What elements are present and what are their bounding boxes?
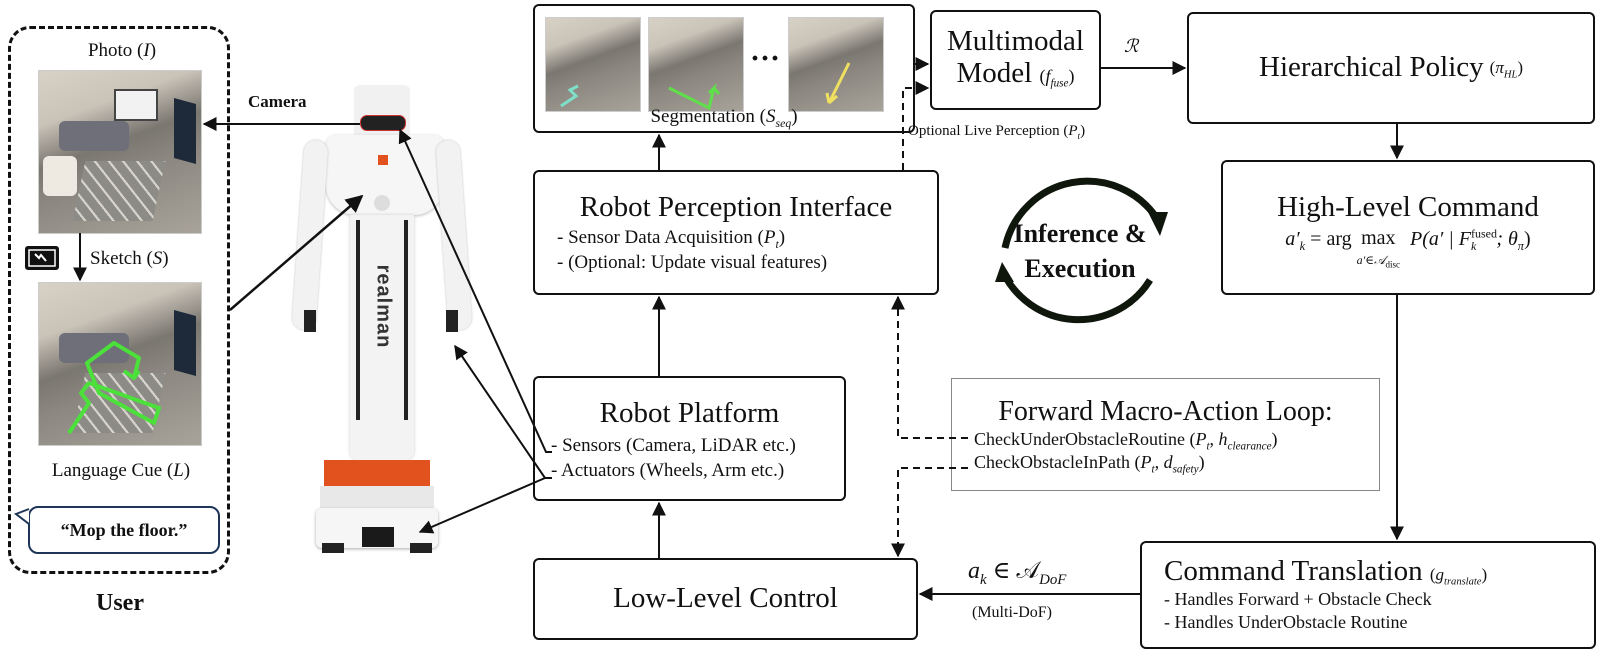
macro-item: CheckObstacleInPath (Pt, dsafety) bbox=[974, 452, 1205, 476]
photo-label: Photo (I) bbox=[87, 40, 157, 61]
sketch-label: Sketch (S) bbox=[90, 248, 169, 269]
robot-base-band bbox=[324, 460, 430, 486]
segmentation-frame-2 bbox=[648, 17, 744, 112]
low-level-control-box: Low-Level Control bbox=[533, 558, 918, 640]
representation-label: ℛ bbox=[1124, 36, 1139, 56]
inference-execution-label: Inference & Execution bbox=[1013, 219, 1147, 284]
optional-live-perception-label: Optional Live Perception (Pt) bbox=[908, 123, 1086, 142]
user-caption: User bbox=[96, 590, 144, 616]
forward-macro-action-loop-box: Forward Macro-Action Loop: CheckUnderObs… bbox=[951, 378, 1380, 491]
robot-platform-box: Robot Platform - Sensors (Camera, LiDAR … bbox=[533, 376, 846, 501]
action-space-label: ak ∈ 𝒜DoF bbox=[968, 558, 1067, 588]
hierarchical-policy-box: Hierarchical Policy (πHL) bbox=[1187, 12, 1595, 124]
high-level-formula: a′k = arg max a′∈𝒜disc P(a′ | Ffusedk; θ… bbox=[1285, 226, 1531, 270]
multimodal-title-line1: Multimodal bbox=[947, 25, 1084, 57]
speech-text: “Mop the floor.” bbox=[60, 519, 188, 540]
multimodal-title-line2: Model (ffuse) bbox=[956, 56, 1075, 90]
camera-label: Camera bbox=[248, 92, 307, 111]
robot-perception-interface-box: Robot Perception Interface - Sensor Data… bbox=[533, 170, 939, 295]
user-panel bbox=[8, 26, 230, 574]
translation-item: - Handles UnderObstacle Routine bbox=[1164, 612, 1408, 633]
macro-item: CheckUnderObstacleRoutine (Pt, hclearanc… bbox=[974, 428, 1278, 453]
platform-item-sensors: - Sensors (Camera, LiDAR etc.) bbox=[551, 434, 796, 456]
segmentation-frame-1 bbox=[545, 17, 641, 112]
robot-brand: realman bbox=[372, 264, 395, 349]
camera-sensor bbox=[360, 115, 406, 131]
language-label: Language Cue (L) bbox=[51, 460, 191, 481]
multi-dof-caption: (Multi-DoF) bbox=[972, 604, 1052, 621]
robot-image: realman bbox=[290, 85, 490, 555]
sketch-icon bbox=[25, 246, 59, 270]
sketch-path bbox=[67, 341, 161, 435]
speech-bubble: “Mop the floor.” bbox=[28, 506, 220, 554]
segmentation-label: Segmentation (Sseq) bbox=[650, 106, 798, 130]
segmentation-ellipsis: ··· bbox=[749, 42, 780, 75]
perception-item: - (Optional: Update visual features) bbox=[557, 251, 828, 273]
platform-item-actuators: - Actuators (Wheels, Arm etc.) bbox=[551, 459, 785, 481]
room-photo bbox=[39, 71, 201, 233]
command-translation-box: Command Translation (gtranslate) - Handl… bbox=[1140, 541, 1596, 649]
translation-item: - Handles Forward + Obstacle Check bbox=[1164, 589, 1432, 609]
multimodal-model-box: Multimodal Model (ffuse) bbox=[930, 10, 1101, 110]
perception-item: - Sensor Data Acquisition (Pt) bbox=[557, 226, 786, 251]
segmentation-frame-n bbox=[788, 17, 884, 112]
high-level-command-box: High-Level Command a′k = arg max a′∈𝒜dis… bbox=[1221, 160, 1595, 295]
photo-image bbox=[38, 70, 202, 234]
sketch-image bbox=[38, 282, 202, 446]
speech-tail bbox=[13, 508, 30, 525]
